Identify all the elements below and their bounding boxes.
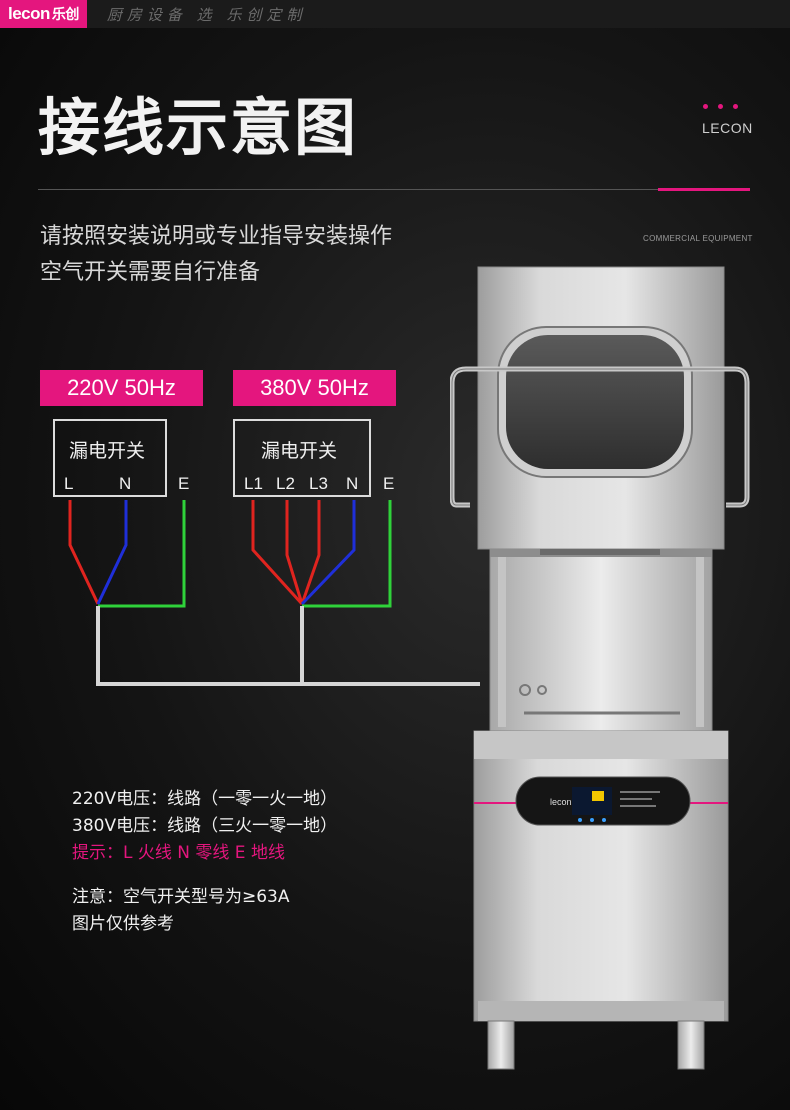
note-hint: 提示：L 火线 N 零线 E 地线 <box>72 843 285 863</box>
terminal-l: L <box>64 474 74 493</box>
accent-dots <box>703 104 738 109</box>
page-title: 接线示意图 <box>38 91 359 164</box>
slogan: 厨房设备 选 乐创定制 <box>106 5 307 24</box>
notes: 220V电压：线路（一零一火一地） 380V电压：线路（三火一零一地） 提示：L… <box>72 786 337 938</box>
wire-neutral <box>96 500 128 605</box>
note-breaker: 注意：空气开关型号为≥63A <box>72 887 290 907</box>
brand-logo[interactable]: lecon 乐创 <box>0 0 87 28</box>
wire-l1 <box>251 500 304 606</box>
top-bar: lecon 乐创 厨房设备 选 乐创定制 <box>0 0 790 28</box>
wire-live <box>68 500 100 605</box>
logo-text: lecon <box>8 4 50 23</box>
terminal-e: E <box>178 474 190 493</box>
intro-line: 请按照安装说明或专业指导安装操作 <box>40 224 393 249</box>
switch-label-220v: 漏电开关 <box>69 440 146 462</box>
switch-box-220v <box>53 419 167 497</box>
terminal-l1: L1 <box>244 474 263 493</box>
divider <box>38 189 658 190</box>
wire-e <box>302 500 392 608</box>
note-disclaimer: 图片仅供参考 <box>72 914 174 934</box>
panel-logo: lecon乐创 <box>550 796 590 807</box>
dishwasher-illustration: lecon乐创 <box>450 266 750 1070</box>
note-380v: 380V电压：线路（三火一零一地） <box>72 816 338 836</box>
note-220v: 220V电压：线路（一零一火一地） <box>72 789 338 809</box>
terminal-l2: L2 <box>276 474 295 493</box>
logo-cn: 乐创 <box>51 6 80 22</box>
wire-l3 <box>300 500 321 605</box>
tag-380v: 380V 50Hz <box>233 370 396 406</box>
brand-right: LECON <box>702 120 753 136</box>
terminal-e: E <box>383 474 395 493</box>
intro-line: 空气开关需要自行准备 <box>40 260 261 285</box>
terminal-l3: L3 <box>309 474 328 493</box>
switch-label-380v: 漏电开关 <box>261 440 338 462</box>
wire-l2 <box>285 500 304 605</box>
wire-earth <box>98 500 186 608</box>
intro-text: 请按照安装说明或专业指导安装操作 空气开关需要自行准备 <box>40 219 392 291</box>
terminal-n: N <box>346 474 359 493</box>
cable <box>96 606 480 686</box>
terminal-n: N <box>119 474 132 493</box>
brand-sub: COMMERCIAL EQUIPMENT <box>643 234 753 243</box>
wire-n <box>300 500 356 606</box>
tag-220v: 220V 50Hz <box>40 370 203 406</box>
divider-accent <box>658 188 750 191</box>
switch-box-380v <box>233 419 371 497</box>
